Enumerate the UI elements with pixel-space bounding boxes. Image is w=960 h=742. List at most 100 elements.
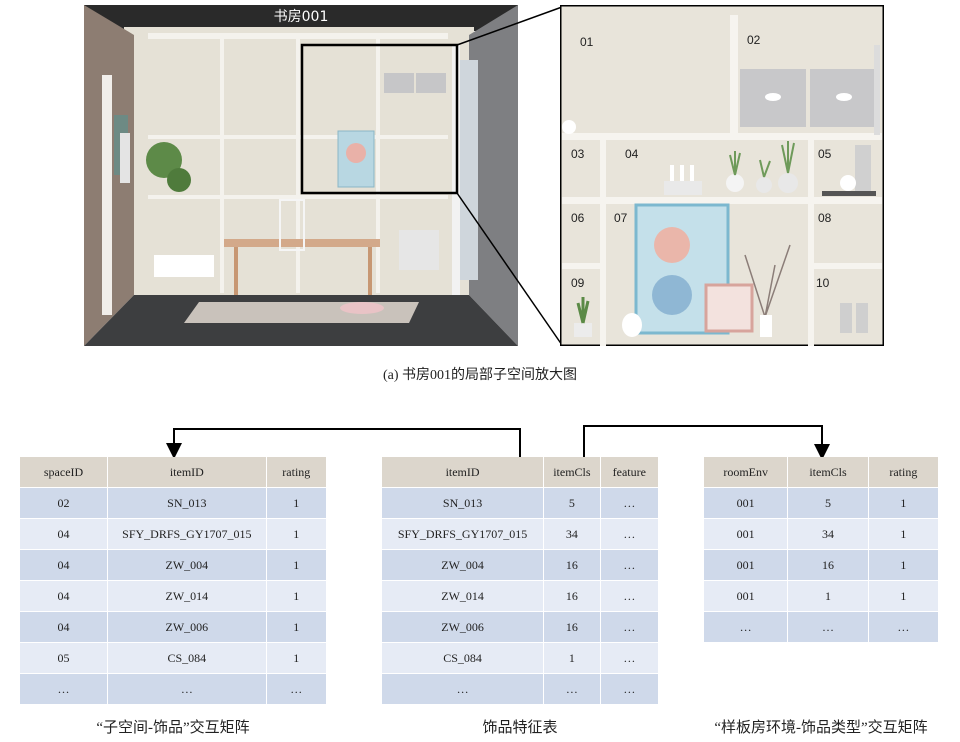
zone-label: 03 [571,147,585,161]
cell: SFY_DRFS_GY1707_015 [108,518,267,549]
cell: 04 [20,611,109,642]
column-header: itemCls [788,457,869,487]
cell: 04 [20,549,109,580]
zone-label: 04 [625,147,639,161]
cell: … [600,487,658,518]
cell: 34 [788,518,869,549]
cell: 04 [20,518,109,549]
cell: SN_013 [382,487,545,518]
cell: 1 [868,518,938,549]
zone-label: 06 [571,211,585,225]
cell: … [544,673,601,704]
zone-label: 05 [818,147,832,161]
cell: 1 [788,580,869,611]
column-header: rating [266,457,326,487]
zone-label: 10 [816,276,830,290]
cell: … [600,580,658,611]
cell: 1 [266,611,326,642]
cell: 1 [266,518,326,549]
cell: … [788,611,869,642]
column-header: rating [868,457,938,487]
cell: … [600,549,658,580]
cell: 001 [704,580,789,611]
room-title: 书房001 [273,9,329,25]
table-caption: “样板房环境-饰品类型”交互矩阵 [714,720,928,736]
cell: 5 [544,487,601,518]
cell: 04 [20,580,109,611]
table-row: ……… [382,673,658,704]
cell: 5 [788,487,869,518]
cell: 16 [544,611,601,642]
zoomed-subspace-image [560,5,884,346]
cell: … [868,611,938,642]
cell: ZW_014 [382,580,545,611]
cell: ZW_004 [108,549,267,580]
cell: 1 [868,487,938,518]
cell: 1 [266,580,326,611]
cell: SN_013 [108,487,267,518]
cell: CS_084 [108,642,267,673]
cell: … [600,518,658,549]
cell: ZW_004 [382,549,545,580]
cell: … [600,642,658,673]
cell: 001 [704,518,789,549]
column-header: spaceID [20,457,109,487]
cell: ZW_006 [108,611,267,642]
cell: 1 [266,487,326,518]
table-row: ……… [704,611,938,642]
figure-caption: (a) 书房001的局部子空间放大图 [382,368,578,383]
table-row: ……… [20,673,326,704]
column-header: feature [600,457,658,487]
cell: … [704,611,789,642]
cell: 1 [544,642,601,673]
column-header: roomEnv [704,457,789,487]
cell: 1 [266,549,326,580]
cell: 16 [788,549,869,580]
cell: 001 [704,549,789,580]
cell: … [382,673,545,704]
cell: 02 [20,487,109,518]
zone-label: 02 [747,33,761,47]
cell: 16 [544,580,601,611]
column-header: itemID [108,457,267,487]
cell: 1 [868,549,938,580]
cell: 34 [544,518,601,549]
cell: 16 [544,549,601,580]
zone-label: 09 [571,276,585,290]
cell: ZW_006 [382,611,545,642]
cell: … [108,673,267,704]
cell: … [20,673,109,704]
column-header: itemID [382,457,545,487]
cell: 001 [704,487,789,518]
cell: 05 [20,642,109,673]
cell: … [266,673,326,704]
cell: 1 [266,642,326,673]
cell: 1 [868,580,938,611]
zone-label: 01 [580,35,594,49]
table-caption: 饰品特征表 [482,720,558,736]
cell: ZW_014 [108,580,267,611]
cell: … [600,673,658,704]
cell: CS_084 [382,642,545,673]
zone-label: 08 [818,211,832,225]
